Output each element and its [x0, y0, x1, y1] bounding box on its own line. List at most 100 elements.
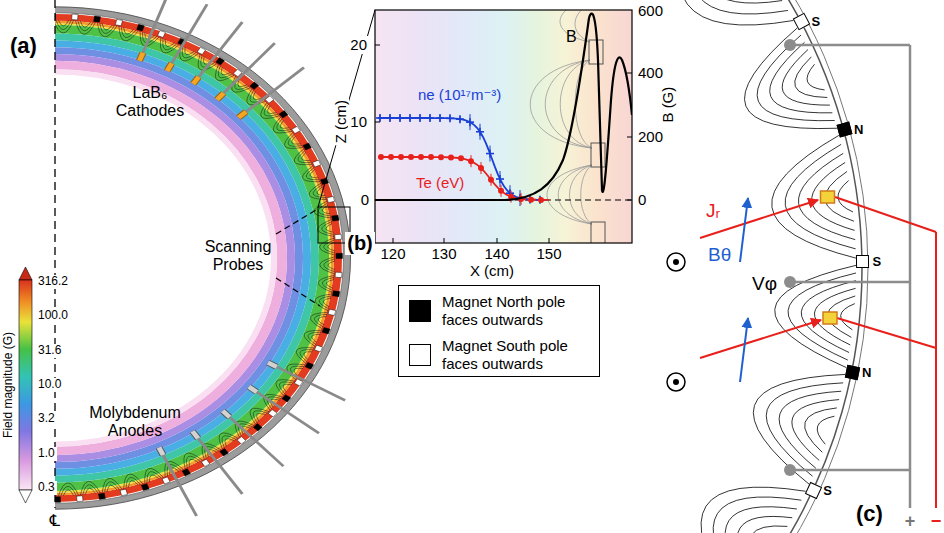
field-line [238, 79, 247, 87]
tick [627, 200, 632, 201]
magnet [141, 484, 149, 491]
tick-label: 10 [350, 113, 367, 130]
magnet-box: S [795, 13, 820, 31]
probe-tip [821, 191, 835, 203]
magnet [250, 82, 259, 89]
field-line [817, 416, 834, 444]
centerline-symbol: ℄ [50, 512, 60, 529]
cathode-tip [139, 53, 142, 61]
curve-label-wrap: B [566, 28, 577, 46]
field-line [219, 433, 238, 449]
anode-tip [268, 363, 277, 367]
field-band [55, 37, 315, 479]
magnet [314, 345, 322, 352]
data-marker [439, 114, 441, 122]
field-line [812, 162, 855, 230]
field-line [324, 240, 335, 253]
field-line [292, 136, 301, 144]
field-arrow [740, 198, 748, 262]
field-line [320, 238, 335, 255]
field-line [119, 26, 138, 41]
pole-letter: S [872, 255, 881, 268]
field-line [757, 35, 835, 121]
field-band [55, 65, 282, 451]
legend-text: Magnet North pole faces outwards [442, 293, 592, 329]
magnet [313, 160, 321, 167]
cathode-rod [219, 43, 275, 98]
electrode-tip [784, 464, 796, 476]
anode-tip [249, 387, 257, 392]
legend-swatch [409, 344, 431, 366]
tick-label: 600 [638, 2, 663, 19]
anode-rod [161, 451, 197, 516]
field-line [124, 27, 134, 34]
magnet [197, 47, 205, 54]
error-bar [410, 115, 411, 121]
magnet [98, 493, 105, 499]
cathode-tip [217, 93, 224, 99]
field-line [250, 408, 269, 424]
tick [627, 73, 632, 74]
curve-label: ne (10¹⁷m⁻³) [418, 86, 501, 103]
field-line [279, 382, 293, 394]
field-line [85, 488, 95, 494]
colorbar-tick-wrap: 1.0 [36, 447, 57, 461]
magnet [115, 19, 122, 26]
colorbar-tick-wrap: 3.2 [36, 412, 57, 426]
pole-letter: N [862, 366, 871, 379]
data-marker [378, 154, 384, 160]
field-line [264, 104, 278, 116]
anode-tip [193, 431, 199, 438]
field-line [318, 275, 334, 292]
data-marker [459, 115, 461, 123]
cathode-tip [193, 77, 199, 84]
contour-line [570, 165, 593, 224]
colorbar-tick: 31.6 [38, 343, 61, 357]
field-band [55, 10, 347, 506]
field-line [107, 485, 117, 492]
field-line [744, 28, 836, 129]
vector-label: Jᵣ [706, 200, 720, 221]
data-marker [479, 128, 481, 136]
tick-label-wrap: 20 [348, 36, 369, 53]
magnet-outline [589, 40, 603, 64]
data-marker [469, 118, 471, 126]
cathode-tip [217, 93, 224, 99]
error-bar [460, 116, 461, 122]
axis-title-wrap: Z (cm) [332, 98, 349, 145]
magnet [335, 234, 342, 240]
field-line [55, 20, 74, 33]
axis-title-wrap: Field magnitude (G) [2, 332, 16, 438]
current-arrow [700, 320, 821, 358]
tick-label: 120 [380, 245, 405, 262]
temperature-curve [378, 157, 549, 200]
tick [549, 238, 550, 243]
curve-label-wrap: Te (eV) [416, 174, 464, 191]
colorbar-tick: 316.2 [38, 274, 68, 288]
anode-tip [249, 387, 257, 392]
data-marker [488, 177, 494, 183]
chamber-wall [786, 0, 862, 533]
field-line [304, 330, 322, 346]
cusp-panel [679, 0, 868, 533]
field-line [679, 0, 794, 25]
plot-frame [375, 10, 632, 243]
magnet [332, 291, 339, 297]
magnet [55, 497, 61, 503]
electrode-tip [784, 276, 796, 288]
field-line [277, 119, 291, 131]
data-marker [438, 154, 444, 160]
data-marker [419, 114, 421, 122]
center-line [54, 0, 55, 508]
magnet [303, 143, 312, 150]
data-marker [498, 188, 504, 194]
magnet [282, 395, 291, 402]
probe-tip [823, 312, 837, 324]
field-band [55, 72, 274, 444]
field-line [795, 57, 828, 98]
data-marker [478, 165, 484, 171]
field-line [256, 413, 265, 421]
cathode-tip [167, 63, 172, 71]
data-marker [538, 197, 544, 203]
axis-title: Field magnitude (G) [1, 332, 15, 438]
